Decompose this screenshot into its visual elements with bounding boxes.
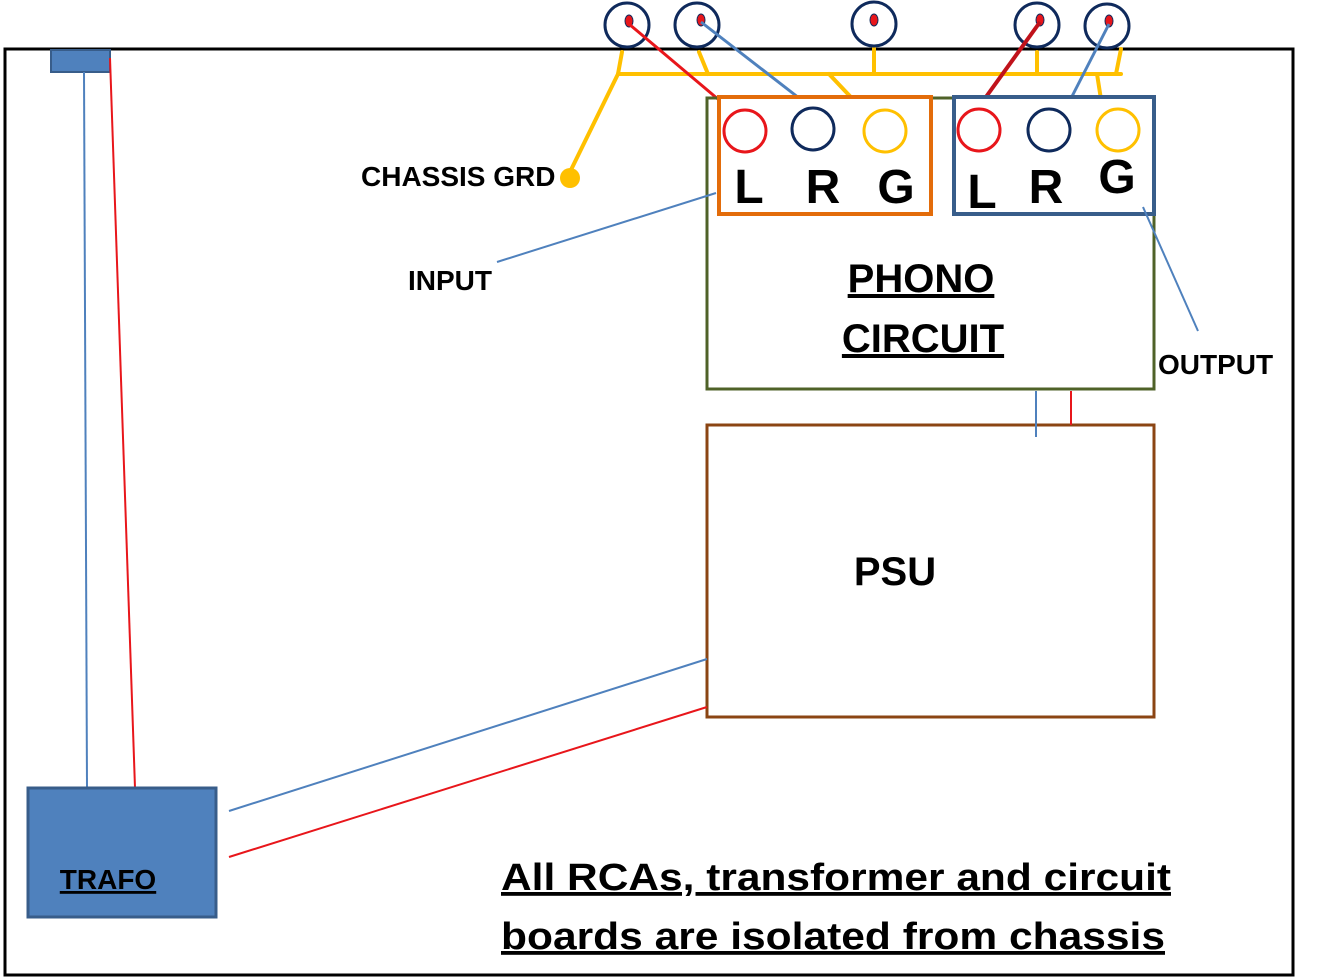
output-jack-ground [1095, 107, 1141, 153]
output-label: OUTPUT [1158, 349, 1273, 380]
input-label-left: L [734, 161, 763, 214]
output-callout-line [1142, 206, 1199, 332]
panel-jack-input-right [673, 1, 721, 49]
output-label-ground: G [1098, 151, 1135, 204]
input-callout-line [496, 192, 717, 263]
output-connector-block: L R G [952, 95, 1156, 219]
isolation-note-line1: All RCAs, transformer and circuit [501, 857, 1171, 899]
output-label-right: R [1029, 161, 1064, 214]
phono-label-line1: PHONO [848, 257, 995, 301]
panel-rca-jacks [603, 0, 1131, 50]
input-connector-block: L R G [717, 95, 933, 216]
mains-wire-blue [83, 71, 88, 789]
mains-inlet [50, 49, 111, 73]
wire-output-left [976, 20, 1042, 110]
input-label: INPUT [408, 265, 492, 296]
wire-input-right [700, 20, 809, 107]
output-label-left: L [967, 166, 996, 219]
input-jack-ground [862, 108, 908, 154]
input-jack-left [722, 108, 768, 154]
panel-jack-middle-pin [869, 13, 879, 27]
output-jack-right [1026, 107, 1072, 153]
psu-label: PSU [854, 550, 936, 594]
isolation-note-line2: boards are isolated from chassis [501, 916, 1165, 958]
transformer-box [26, 786, 218, 919]
trafo-to-psu-wire-red [228, 706, 708, 858]
transformer-label: TRAFO [60, 864, 156, 895]
mains-wire-red [109, 57, 136, 789]
wire-input-left [628, 22, 726, 107]
phono-label-line2: CIRCUIT [842, 317, 1004, 361]
chassis-ground-point [560, 168, 580, 188]
chassis-ground-label: CHASSIS GRD [361, 161, 555, 192]
psu-box [705, 423, 1156, 719]
trafo-to-psu-wire-blue [228, 658, 708, 812]
chassis-outline [3, 47, 1295, 977]
output-jack-left [956, 107, 1002, 153]
input-jack-right [790, 106, 836, 152]
input-label-ground: G [877, 161, 914, 214]
input-box [717, 95, 933, 216]
output-box [952, 95, 1156, 216]
input-label-right: R [806, 161, 841, 214]
